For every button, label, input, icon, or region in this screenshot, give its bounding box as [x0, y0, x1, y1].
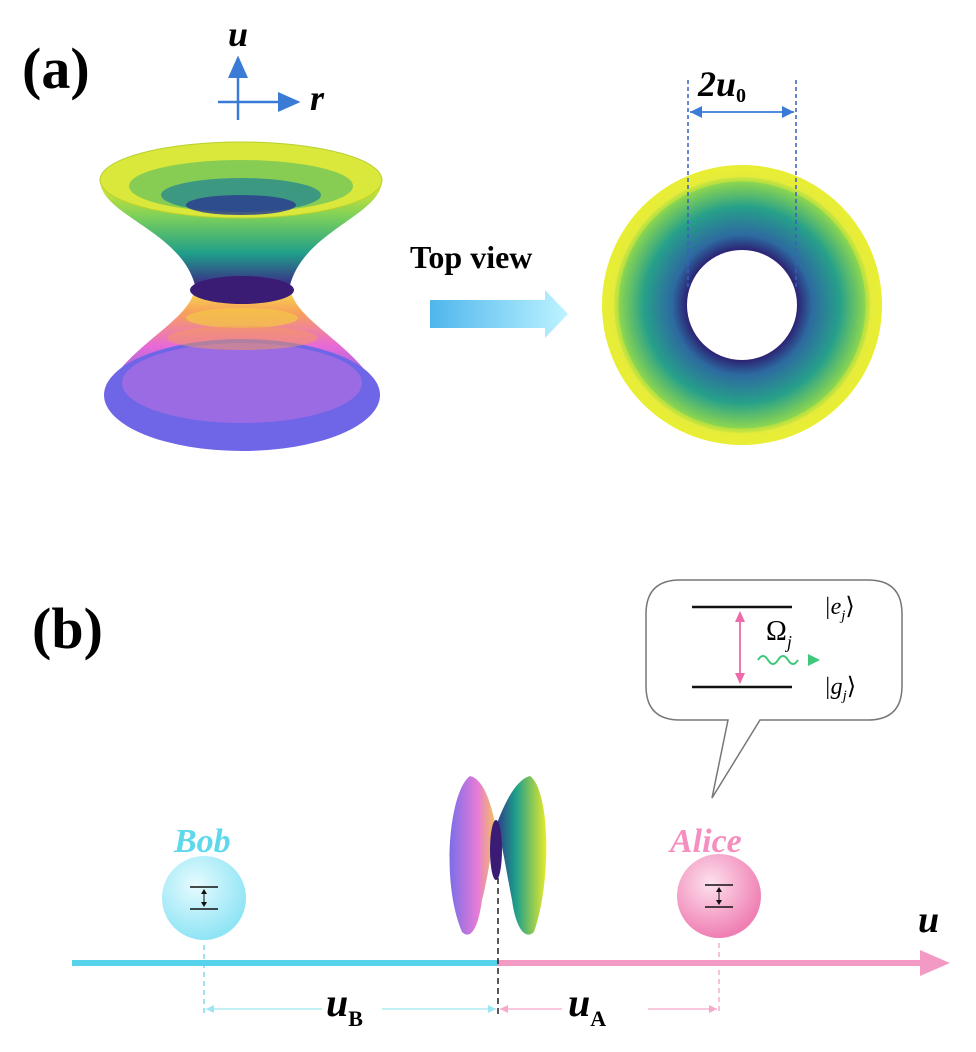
u-axis-label: u [918, 899, 939, 941]
alice-atom [677, 854, 761, 938]
panel-b-label: (b) [32, 596, 103, 661]
width-label-sub: 0 [736, 85, 746, 107]
axis-r-label: r [310, 78, 325, 118]
distance-bob [206, 1005, 496, 1013]
width-label: 2u0 [697, 64, 746, 107]
width-label-main: 2u [697, 64, 736, 104]
distance-bob-label: uB [326, 980, 363, 1031]
distance-alice [500, 1005, 717, 1013]
u-axis [72, 950, 950, 976]
axes-icon [218, 55, 301, 120]
wormhole-side-view [449, 776, 547, 935]
state-g-label: |gj⟩ [824, 674, 856, 704]
ring-top-view [602, 165, 882, 445]
width-dimension [687, 80, 797, 290]
photon-wave-icon [757, 655, 799, 665]
bob-atom [162, 856, 246, 940]
axis-u-label: u [228, 14, 248, 54]
state-e-label: |ej⟩ [824, 594, 855, 624]
panel-a-label: (a) [22, 36, 90, 101]
top-view-label: Top view [410, 239, 532, 275]
wormhole-3d [99, 141, 383, 451]
distance-alice-label: uA [568, 980, 606, 1031]
bob-label: Bob [173, 823, 231, 860]
omega-label: Ωj [766, 616, 792, 652]
energy-level-bubble [645, 579, 903, 799]
top-view-arrow-icon [430, 290, 568, 338]
alice-label: Alice [668, 823, 742, 860]
